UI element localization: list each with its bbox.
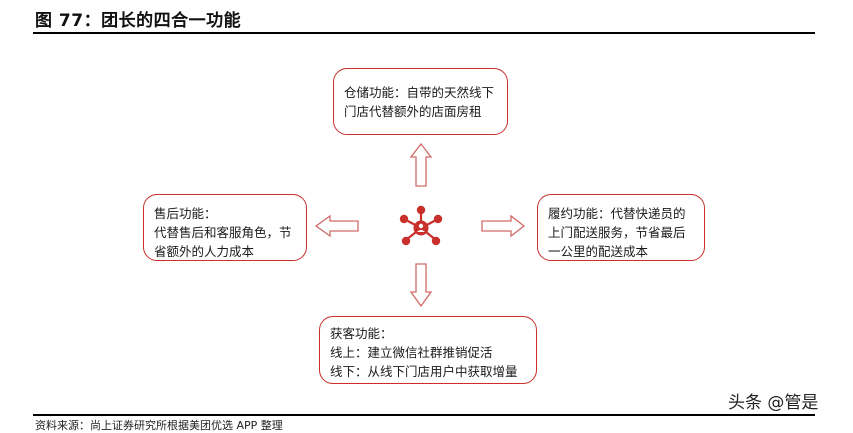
box-text-line: 代替售后和客服角色，节 (154, 225, 292, 240)
box-text-line: 线下：从线下门店用户中获取增量 (330, 364, 518, 379)
network-hub-icon (399, 205, 443, 246)
box-text-line: 售后功能： (154, 206, 217, 221)
source-rule (33, 414, 815, 416)
box-text-line: 仓储功能：自带的天然线下 (344, 85, 495, 100)
source-note: 资料来源：尚上证券研究所根据美团优选 APP 整理 (35, 419, 283, 432)
figure-title: 图 77：团长的四合一功能 (35, 11, 242, 31)
diagram-canvas (314, 142, 526, 308)
arrow-left-icon (314, 214, 359, 238)
box-text-line: 获客功能： (330, 326, 393, 341)
arrow-up-icon (409, 142, 433, 187)
title-rule (33, 32, 815, 34)
box-text-line: 门店代替额外的店面房租 (344, 104, 482, 119)
box-text-line: 上门配送服务，节省最后 (548, 225, 686, 240)
box-text-line: 一公里的配送成本 (548, 244, 649, 259)
arrow-right-icon (481, 214, 526, 238)
watermark: 头条 @管是 (728, 393, 819, 413)
box-text-line: 线上：建立微信社群推销促活 (330, 345, 493, 360)
after-sales-function-box: 售后功能： 代替售后和客服角色，节 省额外的人力成本 (143, 194, 307, 261)
box-text-line: 履约功能：代替快递员的 (548, 206, 686, 221)
arrow-down-icon (409, 263, 433, 308)
customer-acquisition-function-box: 获客功能： 线上：建立微信社群推销促活 线下：从线下门店用户中获取增量 (319, 316, 537, 384)
fulfillment-function-box: 履约功能：代替快递员的 上门配送服务，节省最后 一公里的配送成本 (537, 194, 705, 261)
warehouse-function-box: 仓储功能：自带的天然线下 门店代替额外的店面房租 (333, 68, 508, 135)
box-text-line: 省额外的人力成本 (154, 244, 255, 259)
